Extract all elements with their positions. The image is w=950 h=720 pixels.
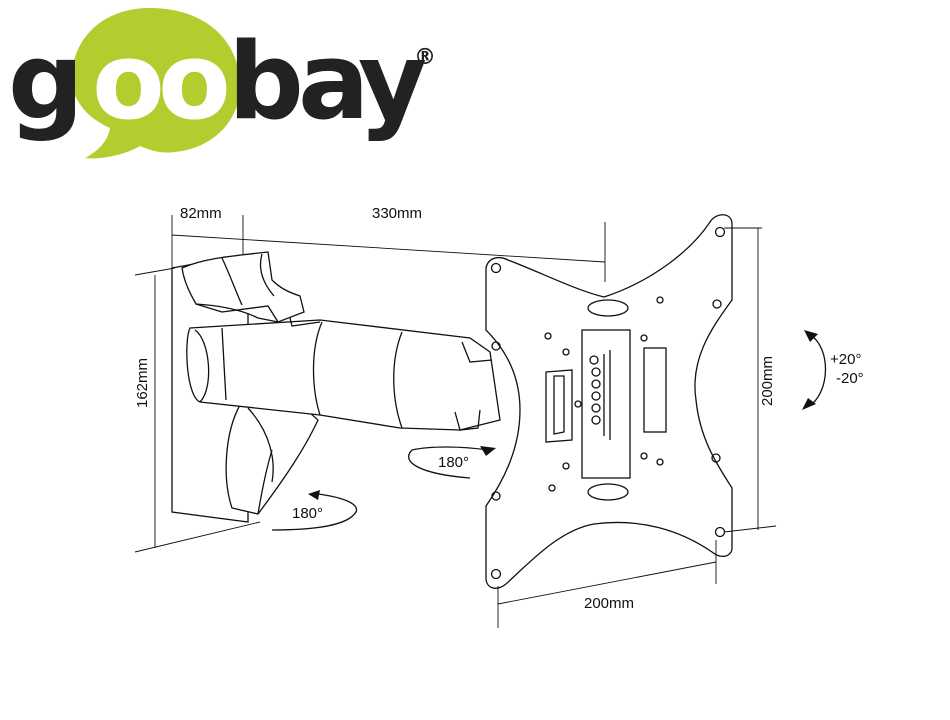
right-dimension-lines: [723, 227, 777, 533]
dim-arm-length-label: 330mm: [372, 205, 422, 222]
tilt-down-label: -20°: [836, 370, 864, 387]
swivel-wall-label: 180°: [292, 505, 323, 522]
dim-wall-plate-height-label: 162mm: [134, 358, 151, 408]
logo-letter-o1: o: [92, 20, 165, 143]
wall-hinge-upper: [181, 251, 305, 323]
swivel-arrow-plate: [407, 446, 496, 479]
logo-letter-o2: o: [158, 20, 231, 143]
dim-vesa-vertical-label: 200mm: [759, 356, 776, 406]
wall-hinge-lower: [225, 403, 319, 515]
tilt-arrow: [802, 330, 827, 410]
logo-registered-mark: ®: [414, 45, 436, 70]
tilt-up-label: +20°: [830, 351, 861, 368]
swivel-plate-label: 180°: [438, 454, 469, 471]
dim-arm-depth-label: 82mm: [180, 205, 222, 222]
vesa-plate: [485, 214, 733, 589]
swivel-arrow-wall: [271, 490, 358, 531]
logo-letter-y: y: [358, 20, 427, 143]
goobay-logo: g o o b a y ®: [8, 8, 436, 159]
dim-vesa-horizontal-label: 200mm: [584, 595, 634, 612]
logo-letter-a: a: [298, 20, 370, 143]
bottom-dimension-lines: [497, 540, 717, 628]
logo-letter-g: g: [8, 20, 84, 143]
left-dimension-lines: [134, 275, 261, 553]
logo-speech-bubble: [71, 8, 241, 159]
support-arm: [186, 317, 501, 431]
logo-letter-b: b: [228, 20, 304, 143]
